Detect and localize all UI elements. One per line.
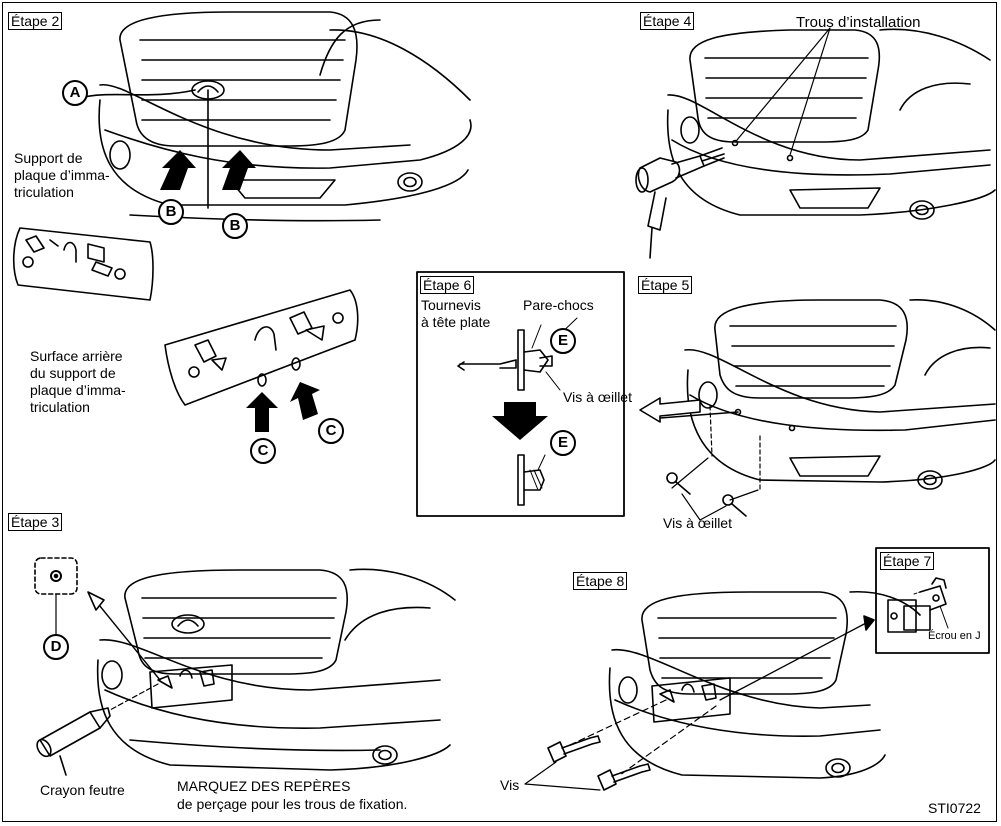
arrow-b-right — [222, 150, 256, 190]
arrow-c-right — [290, 382, 320, 420]
callout-e-bottom: E — [550, 430, 576, 456]
label-felt-pen: Crayon feutre — [40, 782, 125, 798]
step3-car — [34, 557, 456, 776]
step3-label: Étape 3 — [8, 513, 63, 531]
step8-car — [524, 590, 921, 791]
step4-label: Étape 4 — [640, 12, 695, 30]
label-screwdriver: Tournevis à tête plate — [421, 297, 491, 330]
label-j-nut: Écrou en J — [928, 630, 981, 642]
label-bumper: Pare-chocs — [523, 297, 594, 313]
label-screws: Vis — [500, 777, 520, 793]
label-back-surface: Surface arrière du support de plaque d’i… — [30, 348, 126, 415]
label-install-holes: Trous d’installation — [796, 14, 921, 31]
callout-c-left: C — [250, 438, 276, 464]
step2-label: Étape 2 — [8, 12, 63, 30]
label-plate-support: Support de plaque d’imma- triculation — [14, 150, 110, 200]
step6-box — [416, 271, 625, 517]
step5-arrow — [639, 397, 701, 423]
label-eyelet-screw-6: Vis à œillet — [563, 389, 632, 405]
step7-box — [875, 547, 990, 654]
label-eyelet-screw-5: Vis à œillet — [663, 515, 732, 531]
step4-car — [635, 27, 996, 259]
down-arrow — [492, 402, 548, 440]
label-mark-text: de perçage pour les trous de fixation. — [177, 796, 408, 812]
step5-label: Étape 5 — [638, 276, 693, 294]
callout-c-right: C — [318, 418, 344, 444]
callout-a: A — [62, 80, 88, 106]
step7-label: Étape 7 — [880, 552, 935, 570]
arrow-b-left — [160, 150, 196, 190]
step8-label: Étape 8 — [573, 572, 628, 590]
callout-b-left: B — [158, 199, 184, 225]
plate-support-front — [12, 227, 154, 301]
plate-support-back — [164, 289, 359, 406]
callout-b-right: B — [222, 213, 248, 239]
step2-car — [79, 11, 472, 222]
callout-e-top: E — [550, 328, 576, 354]
step5-car — [659, 299, 996, 517]
arrow-c-left — [246, 392, 278, 432]
callout-d: D — [43, 634, 69, 660]
step6-label: Étape 6 — [420, 276, 475, 294]
label-mark-title: MARQUEZ DES REPÈRES — [177, 778, 351, 794]
step7-detail — [887, 577, 949, 633]
diagram-code: STI0722 — [928, 800, 981, 816]
